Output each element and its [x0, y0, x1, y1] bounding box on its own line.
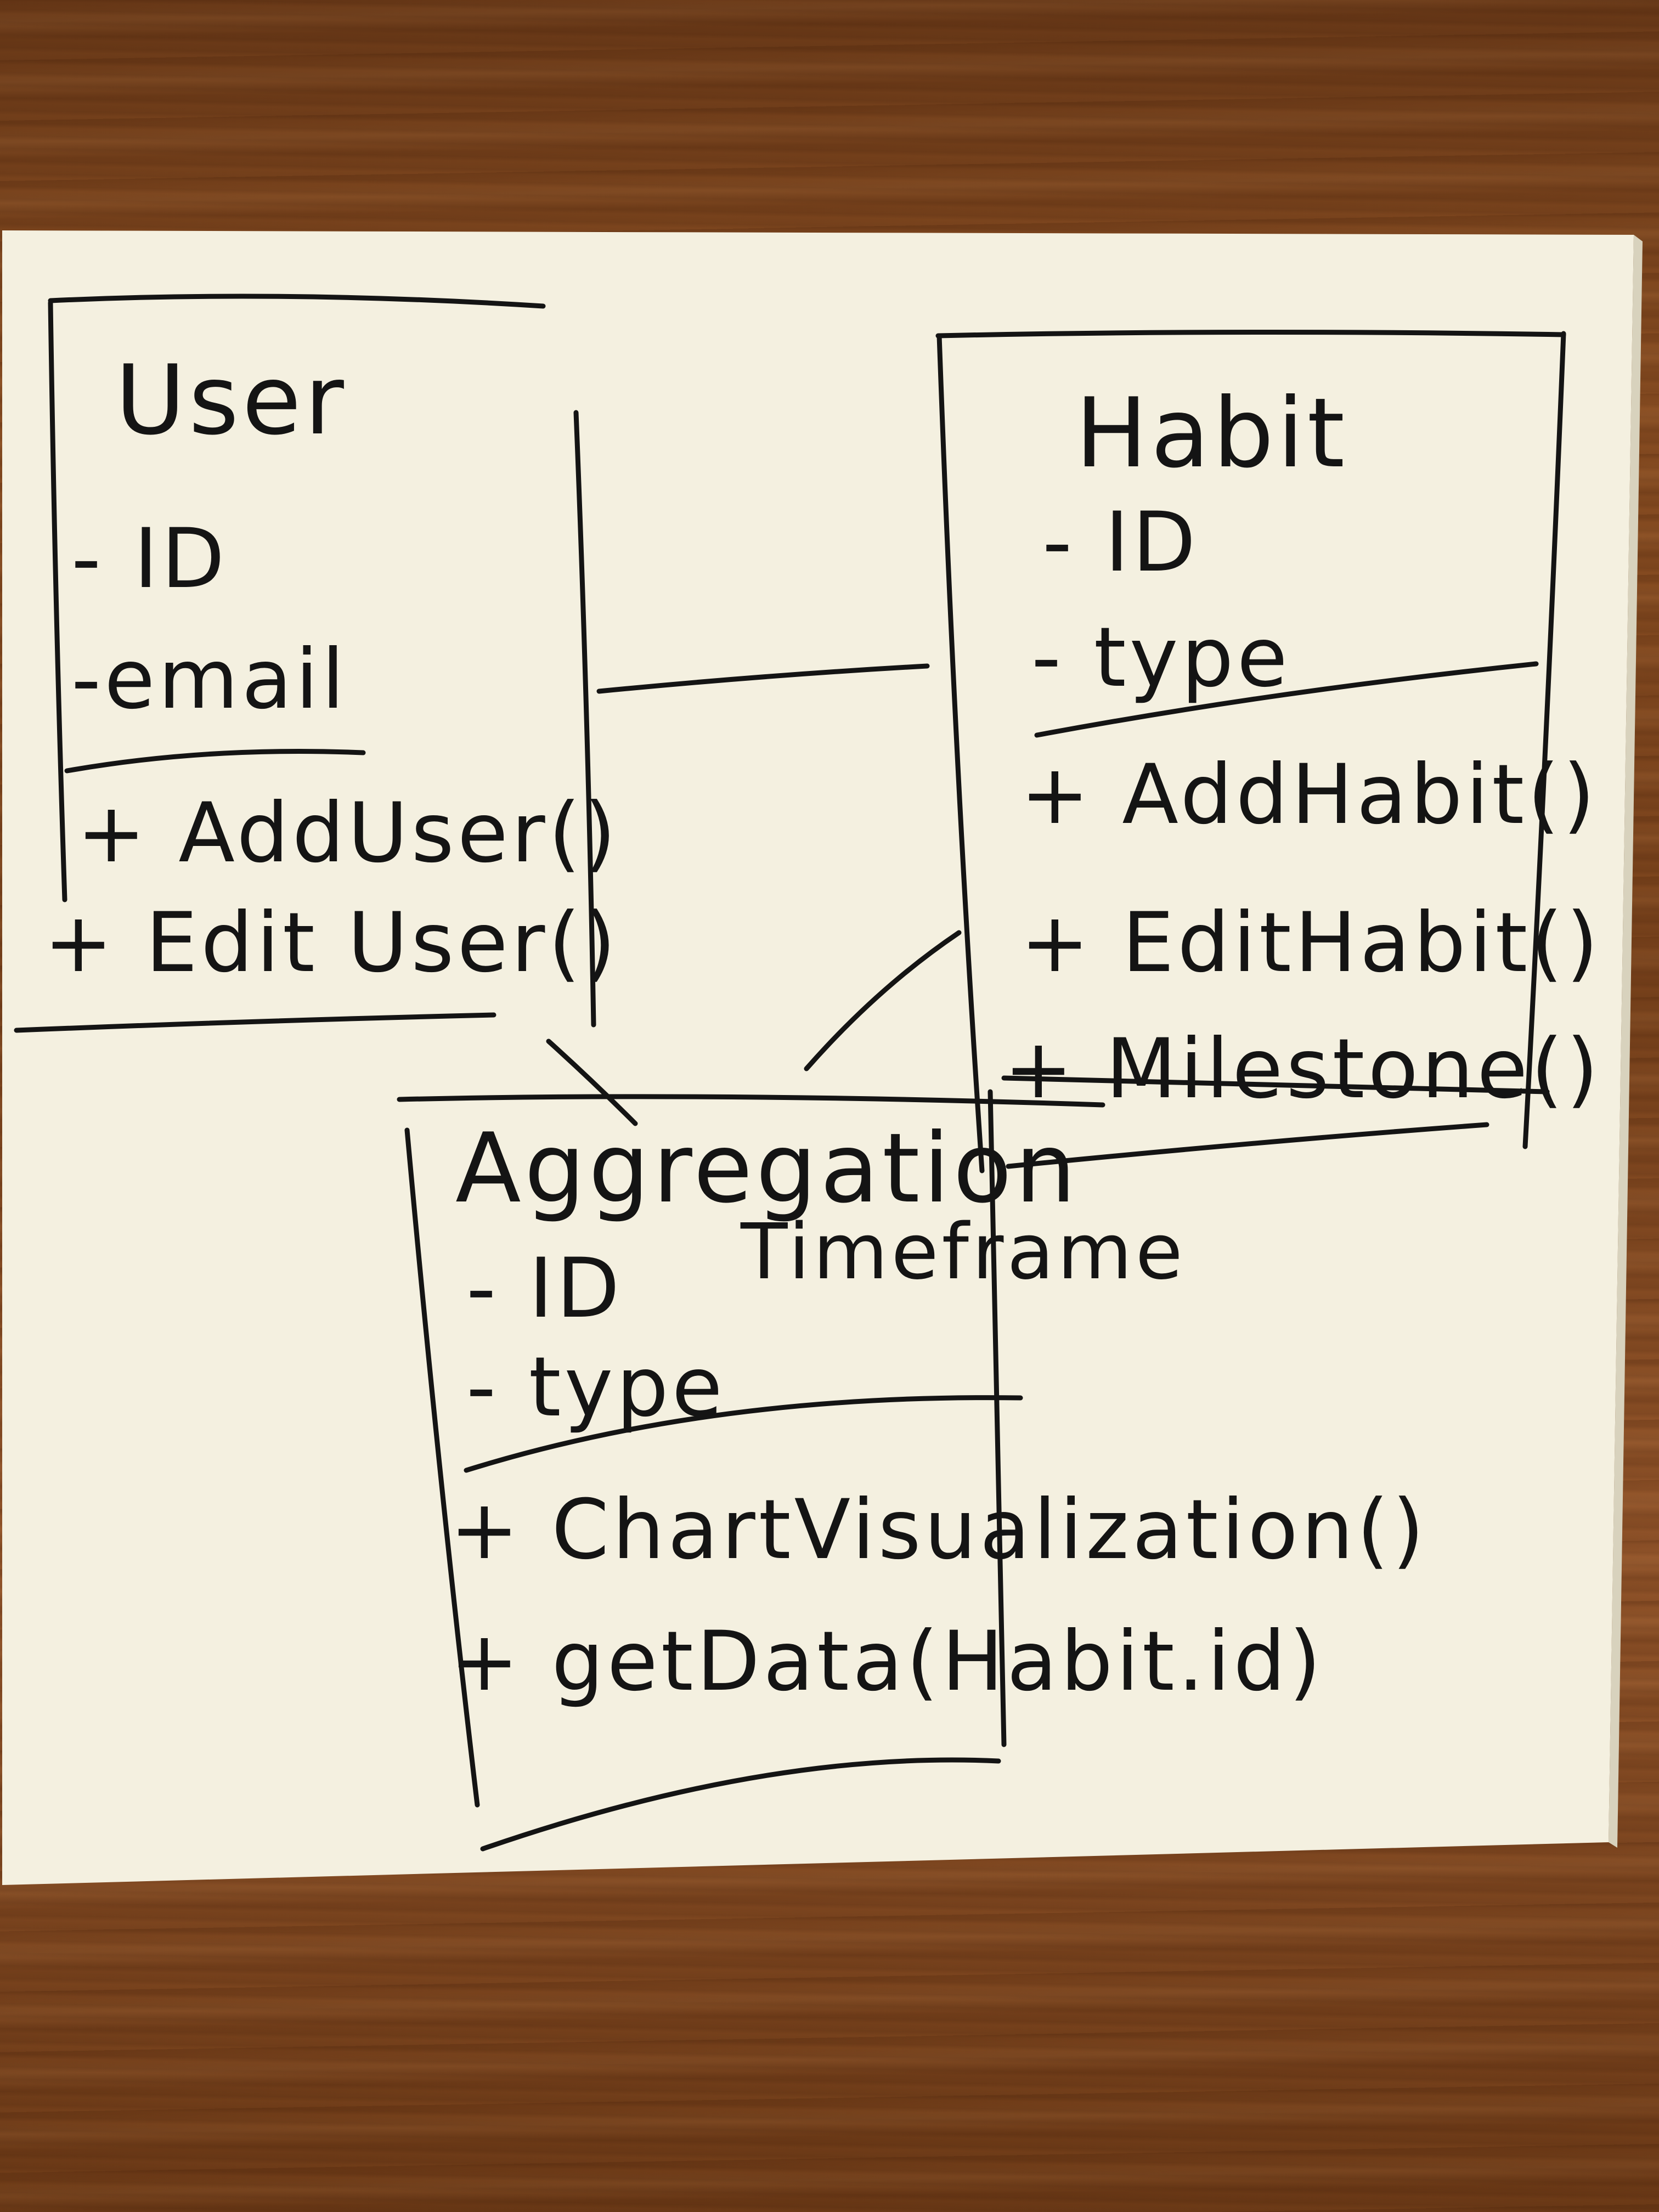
habit-method-milestone: + Milestone() — [1004, 1022, 1602, 1117]
habit-method-edit: + EditHabit() — [1020, 895, 1601, 991]
user-attr-id: - ID — [71, 511, 228, 607]
class-name-user: User — [115, 345, 347, 456]
aggregation-method-getdata: + getData(Habit.id) — [450, 1614, 1324, 1709]
user-method-add: + AddUser() — [77, 786, 619, 881]
association-habit-aggregation — [804, 930, 962, 1071]
habit-method-add: + AddHabit() — [1020, 747, 1598, 843]
class-box-user — [14, 294, 596, 1033]
user-attr-email: -email — [71, 632, 348, 727]
class-name-habit: Habit — [1075, 378, 1348, 489]
habit-attr-type: - type — [1031, 610, 1291, 706]
aggregation-attr-timeframe: Timeframe — [740, 1207, 1186, 1297]
user-divider — [64, 748, 366, 774]
milestone-strikethrough — [1001, 1075, 1550, 1094]
aggregation-method-chart: + ChartVisualization() — [450, 1482, 1427, 1578]
aggregation-divider — [464, 1395, 1023, 1473]
habit-divider — [1034, 661, 1539, 738]
class-box-habit — [935, 329, 1566, 1173]
user-method-edit: + Edit User() — [44, 895, 619, 991]
class-name-aggregation: Aggregation — [455, 1113, 1079, 1224]
aggregation-attr-type: - type — [466, 1340, 726, 1435]
sticky-note-shade — [1609, 235, 1643, 1848]
association-user-habit — [596, 663, 930, 694]
association-user-aggregation — [546, 1039, 638, 1126]
class-box-aggregation — [397, 1089, 1105, 1852]
aggregation-attr-id: - ID — [466, 1241, 623, 1336]
habit-attr-id: - ID — [1042, 495, 1199, 590]
